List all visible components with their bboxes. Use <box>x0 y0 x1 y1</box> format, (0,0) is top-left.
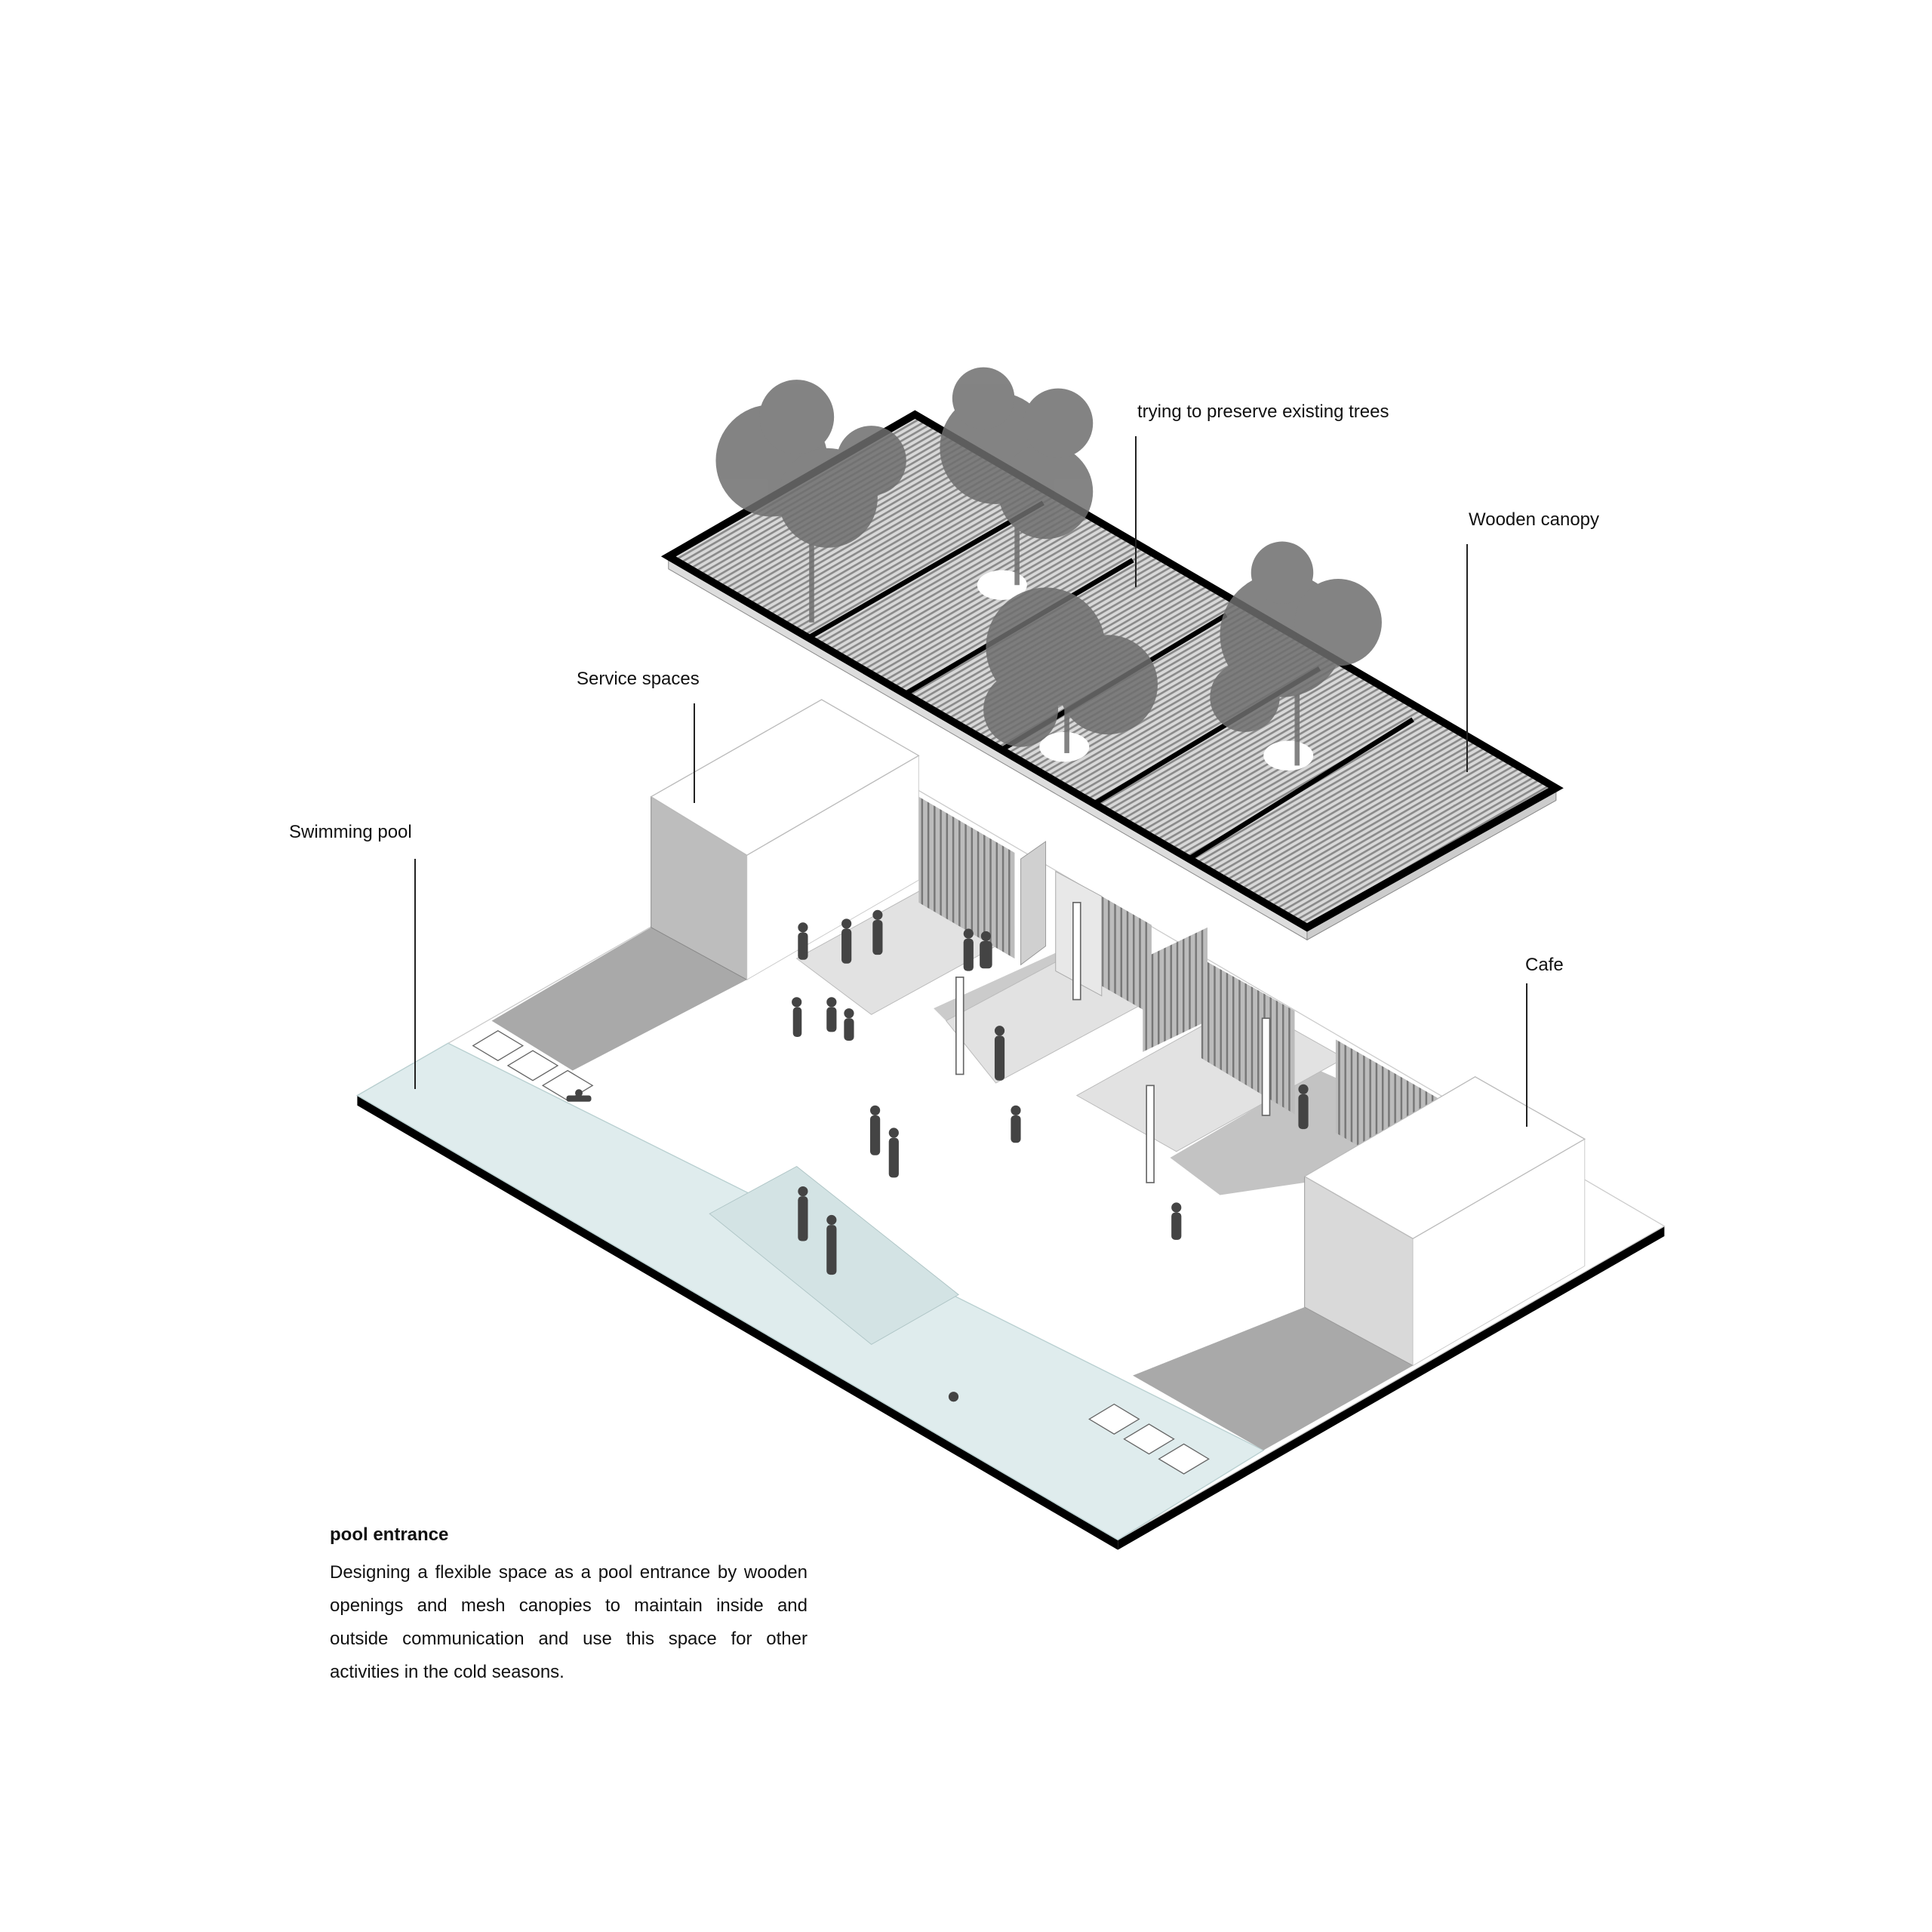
label-service-spaces: Service spaces <box>577 669 700 689</box>
tree <box>715 380 906 623</box>
cafe-block <box>1303 1076 1586 1367</box>
columns <box>955 902 1271 1183</box>
service-spaces-block <box>650 699 920 981</box>
label-cafe: Cafe <box>1525 955 1564 975</box>
label-swimming-pool: Swimming pool <box>289 822 412 842</box>
tree <box>983 587 1158 753</box>
leader-line-pool <box>414 859 416 1089</box>
sun-loungers <box>472 1030 1210 1475</box>
caption-body: Designing a flexible space as a pool ent… <box>330 1562 808 1682</box>
existing-trees <box>715 367 1382 766</box>
leader-line-trees <box>1135 436 1137 587</box>
label-preserve-trees: trying to preserve existing trees <box>1137 401 1389 422</box>
label-wooden-canopy: Wooden canopy <box>1469 509 1600 530</box>
leader-line-service <box>694 703 695 803</box>
tree <box>940 367 1094 586</box>
leader-line-cafe <box>1526 983 1527 1127</box>
caption-block: pool entrance Designing a flexible space… <box>330 1524 808 1689</box>
leader-line-canopy <box>1466 544 1468 772</box>
caption-title: pool entrance <box>330 1524 449 1545</box>
people-silhouettes <box>566 909 1309 1402</box>
tree <box>1210 541 1382 766</box>
